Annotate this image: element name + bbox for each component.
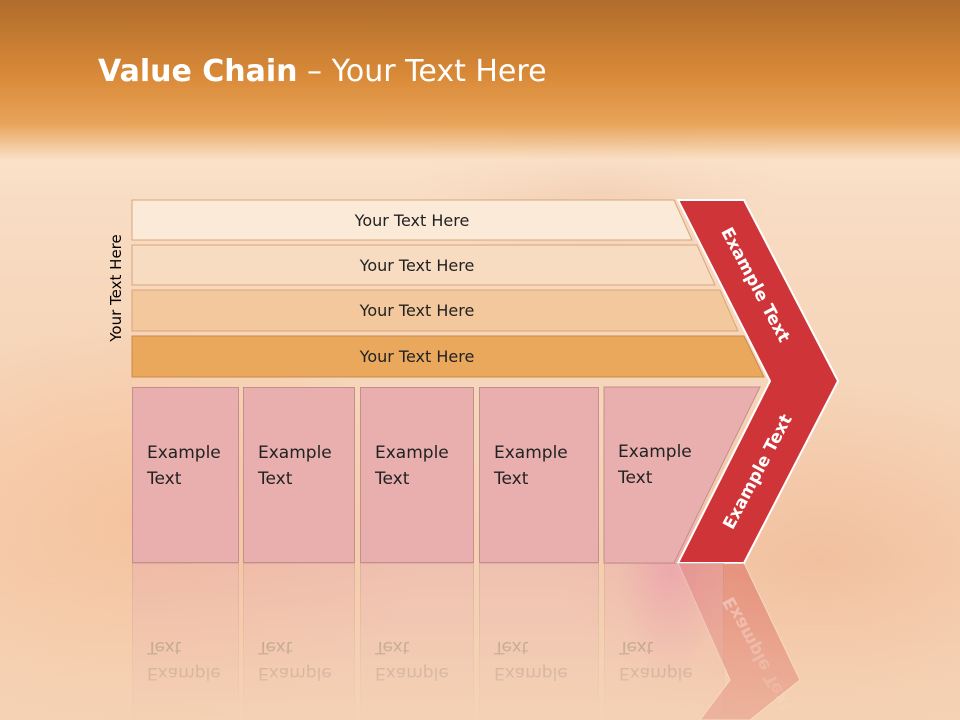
activity-box-5: Example Text <box>604 387 724 563</box>
side-label: Your Text Here <box>107 234 125 342</box>
box-line-1: Example <box>375 443 449 463</box>
box-line-2: Text <box>618 468 653 488</box>
layer-bar-text: Your Text Here <box>359 346 475 366</box>
box-line-1: Example <box>494 443 568 463</box>
layer-bar-1-text: Your Text Here <box>132 200 692 240</box>
reflection: Example Text Example Text Example Text E… <box>0 563 960 720</box>
box-line-2: Text <box>494 469 529 489</box>
layer-bar-text: Your Text Here <box>359 300 475 320</box>
title-rest: – Your Text Here <box>297 54 547 89</box>
slide-title: Value Chain – Your Text Here <box>98 54 547 89</box>
activity-box-2: Example Text <box>243 387 355 563</box>
box-line-1: Example <box>258 443 332 463</box>
box-line-1: Example <box>147 443 221 463</box>
activity-box-1: Example Text <box>132 387 239 563</box>
box-line-2: Text <box>147 469 182 489</box>
layer-bar-3-text: Your Text Here <box>132 290 702 330</box>
reflection-fade <box>0 563 960 720</box>
layer-bar-2-text: Your Text Here <box>132 245 702 285</box>
box-line-1: Example <box>618 442 692 462</box>
box-line-2: Text <box>375 469 410 489</box>
box-line-2: Text <box>258 469 293 489</box>
header-band <box>0 0 960 200</box>
layer-bar-text: Your Text Here <box>354 210 470 230</box>
title-bold: Value Chain <box>98 54 298 89</box>
activity-box-4: Example Text <box>479 387 599 563</box>
layer-bar-4-text: Your Text Here <box>132 336 702 376</box>
activity-box-3: Example Text <box>360 387 474 563</box>
layer-bar-text: Your Text Here <box>359 255 475 275</box>
